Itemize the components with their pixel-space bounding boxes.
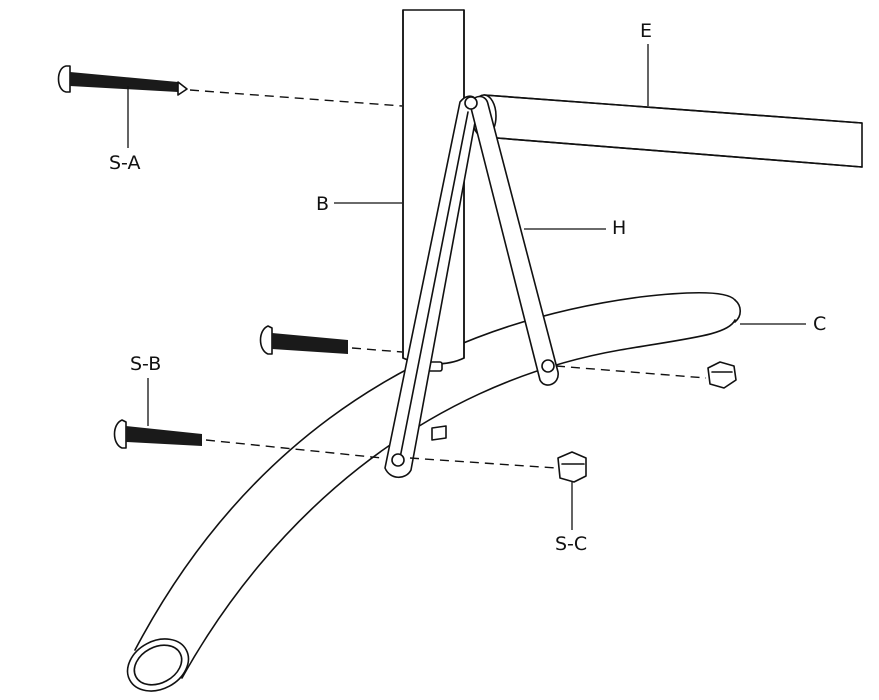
tube-e [471, 94, 863, 168]
hidden-nut [431, 425, 447, 441]
label-s-a: S-A [109, 152, 141, 174]
label-c: C [813, 313, 827, 335]
bolt-s-b [113, 419, 383, 459]
label-b: B [316, 193, 330, 215]
nut-s-c [557, 451, 587, 483]
label-s-b: S-B [130, 353, 162, 375]
label-h: H [612, 217, 627, 239]
axis-line-right [555, 365, 707, 379]
bolt-post-base [259, 325, 403, 355]
bracket-h [384, 95, 559, 479]
axis-line-lower [409, 457, 557, 469]
label-e: E [640, 20, 653, 42]
bolt-s-a [57, 65, 403, 107]
nut-right [707, 361, 737, 389]
label-s-c: S-C [555, 533, 588, 555]
